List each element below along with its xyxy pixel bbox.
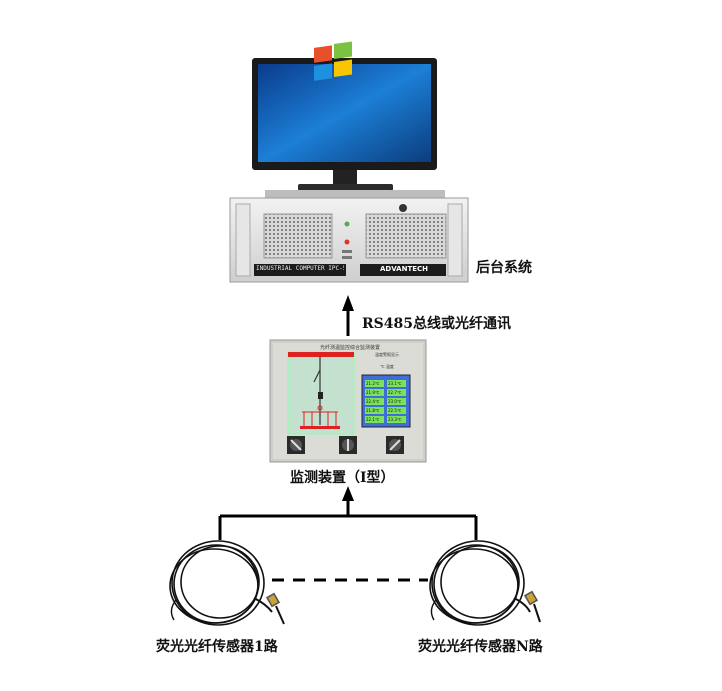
- lcd-value: 23.1℃: [388, 380, 401, 387]
- readout-header: 温度警报显示: [364, 352, 410, 358]
- lcd-value: 22.5℃: [388, 407, 401, 414]
- readout-sub: ℃ 温度: [364, 364, 410, 370]
- ipc-brand-label: ADVANTECH: [380, 265, 440, 273]
- label-comm: RS485总线或光纤通讯: [362, 313, 511, 333]
- selector-knob-1: [287, 436, 305, 454]
- bus-bar: [288, 352, 354, 357]
- lcd-value: 22.1℃: [366, 416, 379, 423]
- label-backend: 后台系统: [476, 257, 532, 277]
- device-title: 光纤测温监控综合监测装置: [300, 344, 400, 351]
- lcd-value: 21.8℃: [366, 407, 379, 414]
- lcd-value: 21.9℃: [366, 389, 379, 396]
- monitor: [252, 42, 437, 191]
- lcd-values: 21.2℃ 23.1℃ 21.9℃ 22.7℃ 22.4℃ 23.0℃ 21.8℃ 22.5℃…: [365, 380, 407, 424]
- ipc-left-label: INDUSTRIAL COMPUTER IPC-510: [256, 265, 344, 272]
- label-sensor-n: 荧光光纤传感器N路: [418, 636, 543, 656]
- selector-knob-3: [386, 436, 404, 454]
- sensor-coil-n: [430, 541, 540, 625]
- sensor-bus: [220, 486, 476, 540]
- label-sensor-1: 荧光光纤传感器1路: [156, 636, 278, 656]
- label-monitor: 监测装置（I型）: [290, 467, 395, 487]
- lcd-value: 21.2℃: [366, 380, 379, 387]
- lcd-value: 22.4℃: [366, 398, 379, 405]
- lcd-value: 22.7℃: [388, 389, 401, 396]
- lcd-value: 23.0℃: [388, 398, 401, 405]
- comm-arrow: [342, 295, 354, 336]
- lcd-value: 23.3℃: [388, 416, 401, 423]
- sensor-coil-1: [170, 541, 284, 625]
- selector-knob-2: [339, 436, 357, 454]
